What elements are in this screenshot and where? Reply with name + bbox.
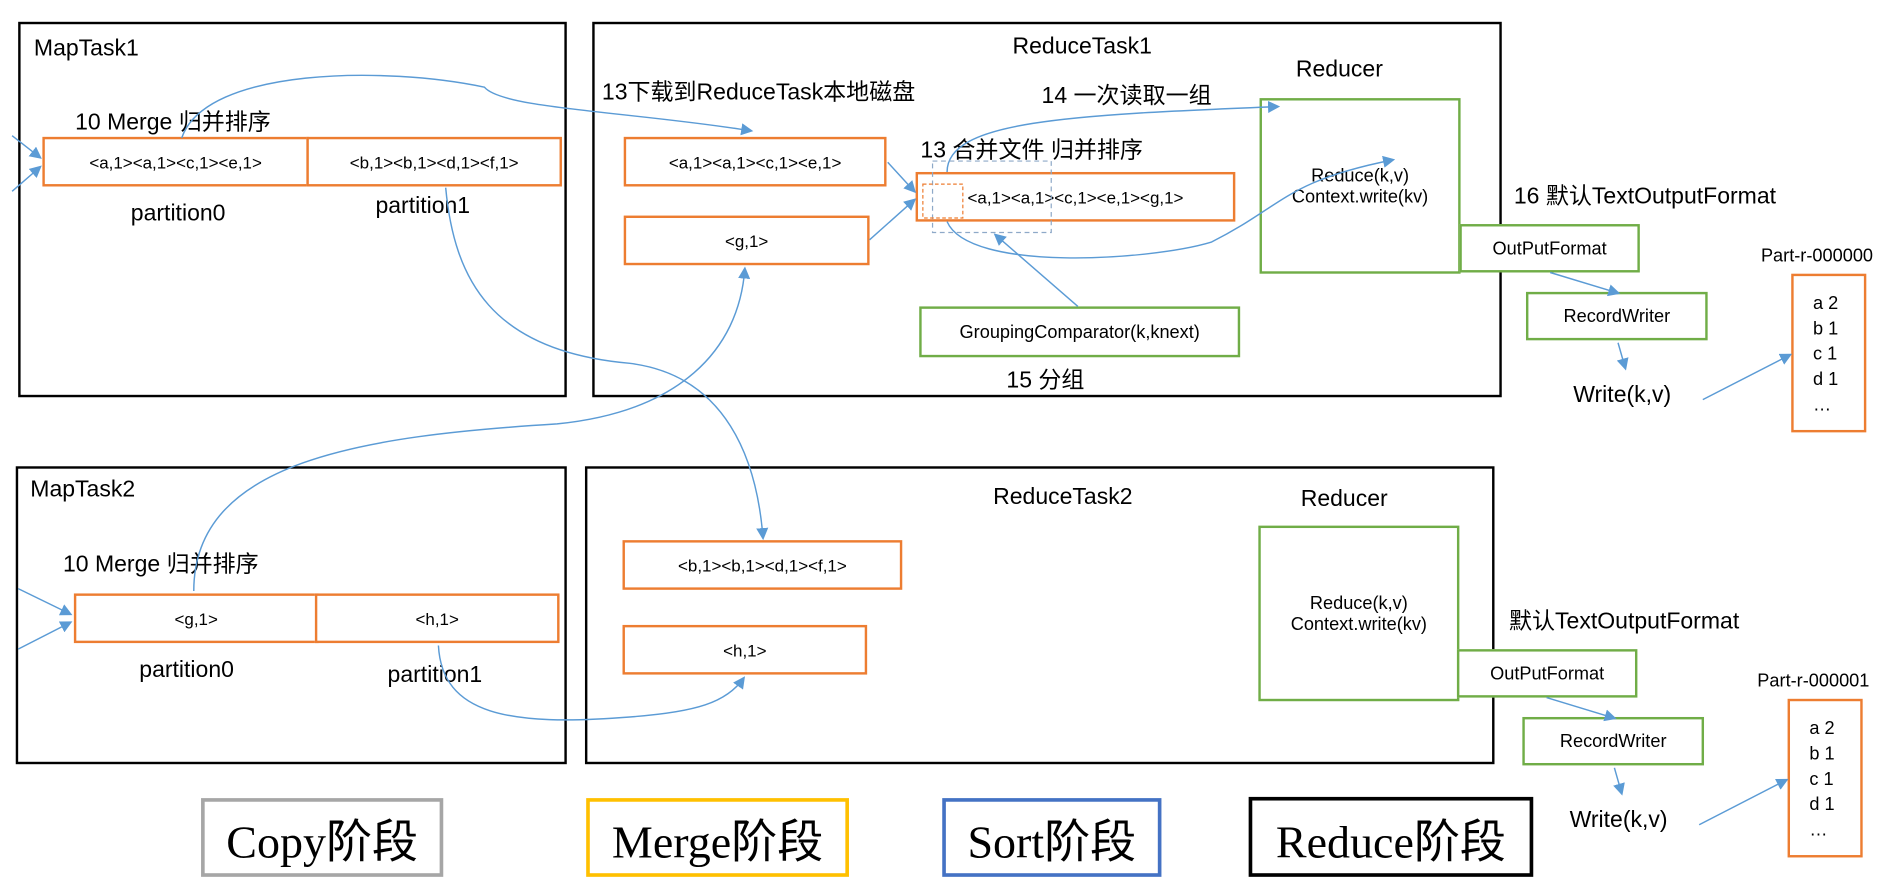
output-arrow (1702, 353, 1793, 401)
maptask2-title: MapTask2 (30, 477, 136, 503)
reducetask2-local-box1: <b,1><b,1><d,1><f,1> (622, 540, 903, 590)
reducetask1-reduce-call: Reduce(k,v) (1311, 165, 1410, 186)
reducetask1-group-label: 15 分组 (1006, 368, 1085, 394)
output-line: c 1 (1809, 769, 1834, 790)
maptask1-partition1-label: partition1 (375, 193, 471, 220)
maptask1-merge-label: 10 Merge 归并排序 (75, 110, 271, 136)
reducetask1-context-write: Context.write(kv) (1291, 185, 1429, 207)
reducetask2-recordwriter-box: RecordWriter (1522, 716, 1705, 766)
reducetask1-read-label: 14 一次读取一组 (1041, 83, 1212, 109)
reducetask1-output-format-label: 16 默认TextOutputFormat (1513, 184, 1777, 210)
maptask1-partition1-box: <b,1><b,1><d,1><f,1> (306, 136, 562, 187)
output-arrow (1549, 271, 1621, 297)
reducetask1-write-label: Write(k,v) (1573, 382, 1672, 409)
reducetask1-merge-files-label: 13 合并文件 归并排序 (920, 138, 1143, 164)
reducetask1-outputformat-box: OutPutFormat (1459, 224, 1640, 273)
reducetask2-context-write: Context.write(kv) (1290, 613, 1427, 635)
reducetask1-local-box2: <g,1> (623, 215, 870, 266)
reducetask1-title: ReduceTask1 (1012, 33, 1152, 60)
maptask1-title: MapTask1 (33, 36, 139, 62)
maptask2-partition0-label: partition0 (139, 657, 234, 684)
reducetask1-reducer-box: Reduce(k,v) Context.write(kv) (1259, 98, 1461, 274)
maptask2-partition0-box: <g,1> (73, 593, 319, 644)
output-arrow (1546, 696, 1617, 722)
reducetask2-local-box2: <h,1> (622, 624, 868, 675)
reducetask1-download-label: 13下载到ReduceTask本地磁盘 (601, 79, 916, 106)
output-line: … (1809, 819, 1828, 841)
output-line: b 1 (1813, 318, 1839, 340)
maptask1-container (18, 21, 567, 398)
output-arrow (1698, 778, 1789, 826)
maptask1-partition0-box: <a,1><a,1><c,1><e,1> (42, 136, 309, 187)
reducetask2-reducer-box: Reduce(k,v) Context.write(kv) (1258, 525, 1460, 702)
output-line: d 1 (1813, 369, 1839, 390)
legend-copy-stage: Copy阶段 (201, 798, 444, 877)
output-line: c 1 (1813, 343, 1838, 365)
maptask1-partition0-label: partition0 (130, 201, 226, 227)
reducetask2-title: ReduceTask2 (993, 484, 1133, 510)
output-line: d 1 (1809, 794, 1835, 816)
legend-merge-stage: Merge阶段 (586, 798, 849, 877)
output-line: a 2 (1813, 293, 1839, 314)
reducetask2-output-file-contents: a 2 b 1 c 1 d 1 … (1809, 716, 1834, 843)
reducetask1-local-box1: <a,1><a,1><c,1><e,1> (623, 136, 887, 187)
output-arrow (1616, 342, 1629, 371)
reducetask2-output-file-name: Part-r-000001 (1757, 670, 1870, 692)
reducetask1-reducer-title: Reducer (1295, 56, 1383, 83)
output-line: b 1 (1809, 743, 1835, 765)
reducetask1-output-file-contents: a 2 b 1 c 1 d 1 … (1813, 291, 1838, 418)
reducetask1-recordwriter-box: RecordWriter (1525, 291, 1708, 341)
reducetask2-reduce-call: Reduce(k,v) (1309, 592, 1408, 614)
maptask2-partition1-label: partition1 (387, 662, 483, 688)
reducetask2-output-format-label: 默认TextOutputFormat (1509, 609, 1740, 635)
maptask2-merge-label: 10 Merge 归并排序 (62, 552, 259, 578)
reducetask2-container (584, 466, 1495, 765)
reducetask1-output-file (1791, 273, 1867, 433)
output-line: a 2 (1809, 718, 1835, 739)
maptask2-partition1-box: <h,1> (314, 593, 560, 644)
reducetask1-grouping-comparator: GroupingComparator(k,knext) (919, 306, 1241, 358)
reducetask2-outputformat-box: OutPutFormat (1456, 649, 1638, 698)
reducetask1-merged-file: <a,1><a,1><c,1><e,1><g,1> (915, 171, 1236, 222)
reducetask2-output-file (1787, 698, 1863, 858)
legend-reduce-stage: Reduce阶段 (1248, 796, 1534, 877)
reducetask2-write-label: Write(k,v) (1569, 807, 1668, 834)
output-arrow (1613, 767, 1625, 796)
reducetask1-output-file-name: Part-r-000000 (1760, 245, 1874, 267)
legend-sort-stage: Sort阶段 (942, 798, 1162, 877)
output-line: … (1813, 394, 1832, 416)
reducetask2-reducer-title: Reducer (1300, 486, 1388, 513)
